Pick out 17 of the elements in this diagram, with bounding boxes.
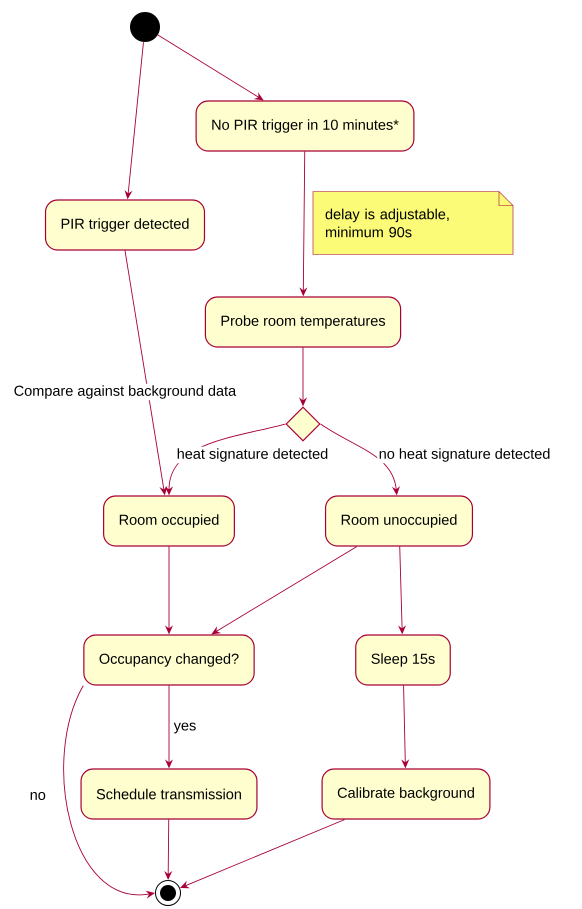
edge-label: Compare against background data xyxy=(12,384,238,400)
end-node xyxy=(155,880,181,906)
edge-label: no xyxy=(28,790,48,802)
action-box: Room unoccupied xyxy=(324,495,474,547)
note: delay is adjustable, minimum 90s xyxy=(312,191,514,255)
action-box: Sleep 15s xyxy=(355,634,451,686)
action-box: Calibrate background xyxy=(321,768,491,820)
action-box: No PIR trigger in 10 minutes* xyxy=(196,100,414,152)
action-box: Schedule transmission xyxy=(80,768,258,820)
action-box: Occupancy changed? xyxy=(83,634,255,686)
edge-label: heat signature detected xyxy=(175,446,330,464)
action-box: Probe room temperatures xyxy=(204,296,402,348)
action-box: PIR trigger detected xyxy=(44,199,206,251)
action-box: Room occupied xyxy=(103,495,235,547)
start-node xyxy=(130,12,160,42)
edge-label: no heat signature detected xyxy=(377,446,552,464)
edge-label: yes xyxy=(172,721,198,735)
